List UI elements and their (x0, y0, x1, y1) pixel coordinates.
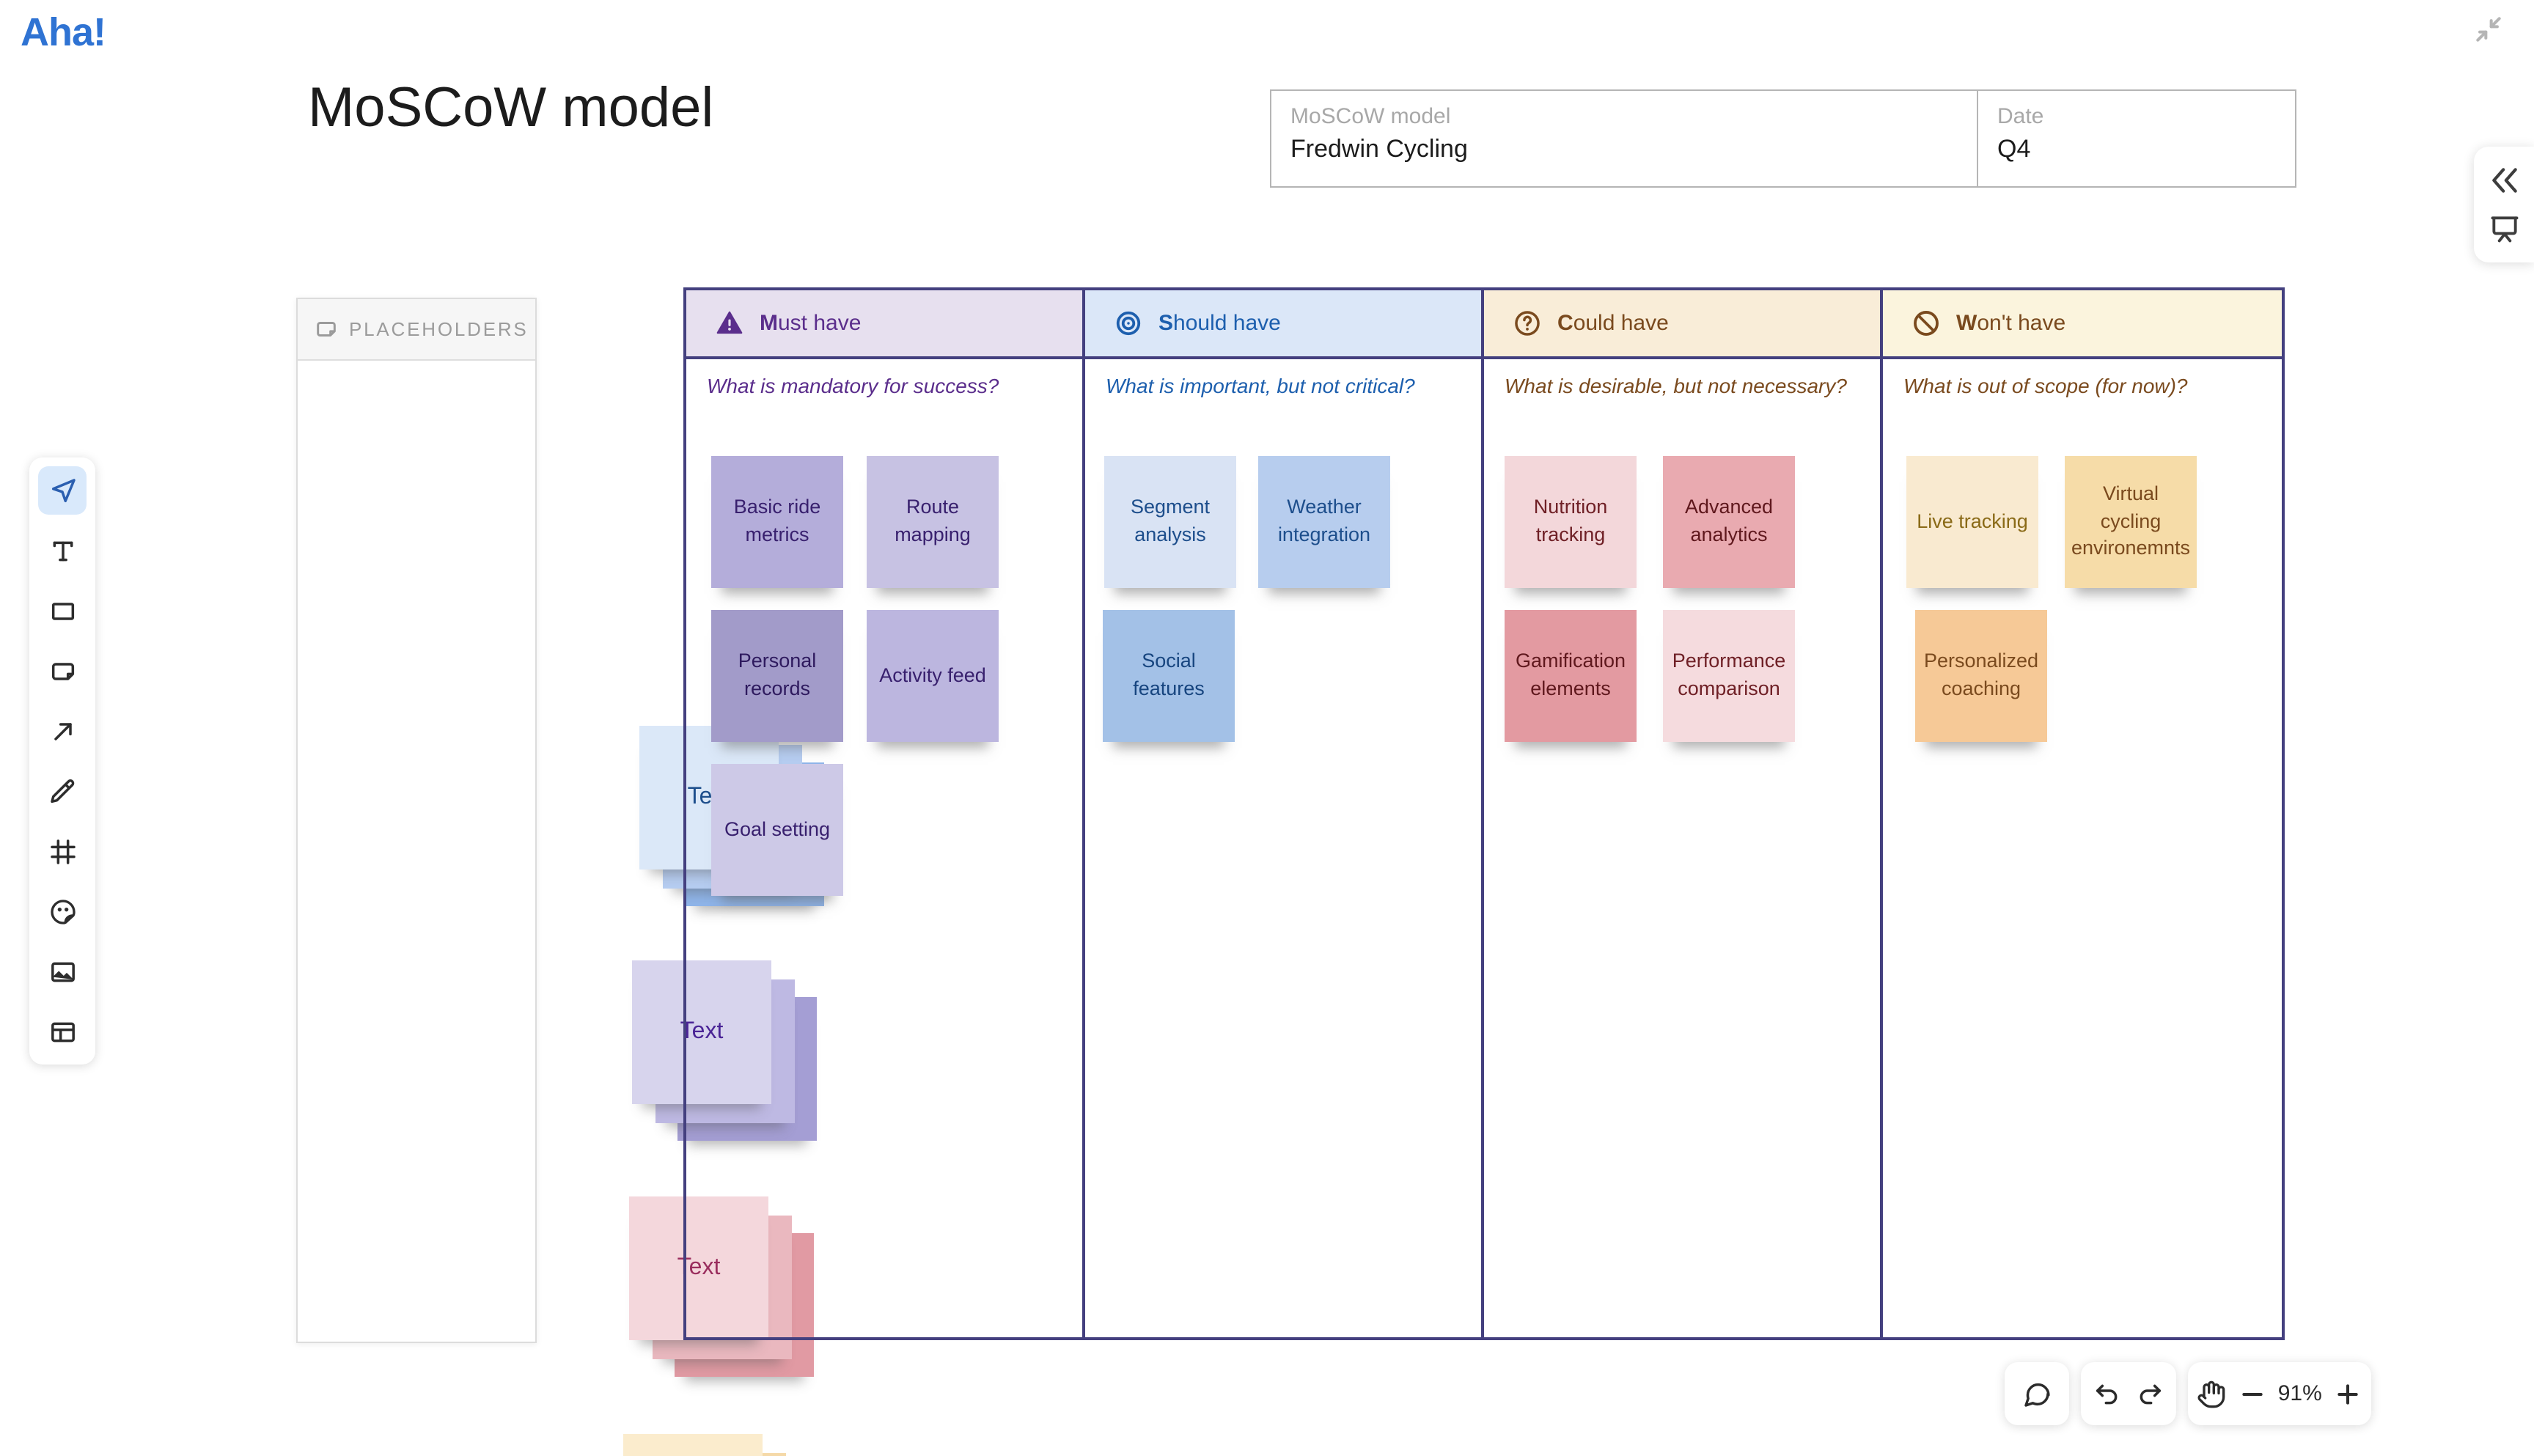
frame-tool[interactable] (38, 827, 87, 875)
arrow-tool[interactable] (38, 707, 87, 755)
collapse-panel-icon[interactable] (2488, 163, 2520, 196)
aha-logo[interactable]: Aha! (21, 10, 106, 54)
placeholders-title: PLACEHOLDERS (349, 318, 529, 340)
placeholder-stack-orange[interactable]: Text (623, 1434, 808, 1456)
sticky-note[interactable]: Segment analysis (1104, 456, 1236, 588)
column-label: Won't have (1956, 311, 2066, 336)
placeholder-stack-purple[interactable]: Text (632, 960, 817, 1141)
sticky-note[interactable]: Weather integration (1258, 456, 1390, 588)
column-label: Should have (1158, 311, 1281, 336)
zoom-level[interactable]: 91% (2277, 1381, 2322, 1406)
right-side-panel (2474, 147, 2534, 262)
table-tool[interactable] (38, 1007, 87, 1056)
placeholder-label: Text (623, 1434, 763, 1456)
sticky-note[interactable]: Advanced analytics (1663, 456, 1795, 588)
info-value[interactable]: Fredwin Cycling (1290, 135, 1468, 163)
placeholders-header: PLACEHOLDERS (298, 299, 535, 361)
sticky-note-tool[interactable] (38, 647, 87, 695)
sticky-note[interactable]: Goal setting (711, 764, 843, 896)
shape-tool[interactable] (38, 587, 87, 635)
sticky-note[interactable]: Nutrition tracking (1505, 456, 1637, 588)
zoom-panel: 91% (2188, 1362, 2371, 1425)
board-column-could: Could have What is desirable, but not ne… (1484, 290, 1883, 1337)
sticky-note[interactable]: Live tracking (1906, 456, 2038, 588)
info-table: MoSCoW model Fredwin Cycling Date Q4 (1270, 89, 2296, 188)
info-value[interactable]: Q4 (1997, 135, 2031, 163)
canvas-title[interactable]: MoSCoW model (308, 78, 714, 139)
hand-tool-icon[interactable] (2194, 1376, 2229, 1411)
sticky-note[interactable]: Performance comparison (1663, 610, 1795, 742)
info-cell-model[interactable]: MoSCoW model Fredwin Cycling (1271, 91, 1978, 186)
board-column-should: Should have What is important, but not c… (1085, 290, 1484, 1337)
presentation-icon[interactable] (2488, 213, 2520, 246)
column-subtitle[interactable]: What is out of scope (for now)? (1903, 374, 2188, 397)
sticky-note[interactable]: Virtual cycling environemnts (2065, 456, 2197, 588)
tools-toolbar (29, 457, 95, 1065)
placeholders-panel: PLACEHOLDERS Text Text Text Text (296, 298, 824, 1456)
column-subtitle[interactable]: What is important, but not critical? (1106, 374, 1415, 397)
placeholder-label: Text (680, 1019, 724, 1044)
column-header-should[interactable]: Should have (1085, 290, 1481, 359)
sticky-note[interactable]: Personal records (711, 610, 843, 742)
sticker-tool[interactable] (38, 887, 87, 935)
column-label: Could have (1557, 311, 1669, 336)
sticky-note[interactable]: Activity feed (867, 610, 999, 742)
info-cell-date[interactable]: Date Q4 (1978, 91, 2295, 186)
info-label: MoSCoW model (1290, 104, 1451, 129)
column-header-must[interactable]: Must have (686, 290, 1082, 359)
sticky-note[interactable]: Gamification elements (1505, 610, 1637, 742)
placeholder-stack-pink[interactable]: Text (629, 1196, 814, 1377)
image-tool[interactable] (38, 947, 87, 996)
board-column-must: Must have What is mandatory for success? (686, 290, 1085, 1337)
question-circle-icon (1515, 311, 1540, 336)
collapse-window-icon[interactable] (2472, 13, 2505, 45)
no-entry-icon (1914, 311, 1939, 336)
redo-icon[interactable] (2133, 1376, 2168, 1411)
moscow-board: Must have What is mandatory for success?… (683, 287, 2285, 1340)
undo-icon[interactable] (2089, 1376, 2124, 1411)
sticky-note[interactable]: Social features (1103, 610, 1235, 742)
zoom-out-icon[interactable] (2234, 1376, 2269, 1411)
column-subtitle[interactable]: What is mandatory for success? (707, 374, 999, 397)
pen-tool[interactable] (38, 767, 87, 815)
info-label: Date (1997, 104, 2044, 129)
text-tool[interactable] (38, 526, 87, 575)
comment-panel (2005, 1362, 2069, 1425)
cursor-tool[interactable] (38, 466, 87, 515)
sticky-note-icon (317, 322, 336, 337)
column-label: Must have (760, 311, 862, 336)
warning-triangle-icon (716, 311, 743, 334)
question-circle-header[interactable]: Could have (1484, 290, 1880, 359)
comment-icon[interactable] (2019, 1376, 2054, 1411)
column-header-wont[interactable]: Won't have (1883, 290, 2282, 359)
target-icon (1116, 311, 1141, 336)
zoom-in-icon[interactable] (2330, 1376, 2365, 1411)
sticky-note[interactable]: Basic ride metrics (711, 456, 843, 588)
board-column-wont: Won't have What is out of scope (for now… (1883, 290, 2282, 1337)
column-subtitle[interactable]: What is desirable, but not necessary? (1505, 374, 1847, 397)
sticky-note[interactable]: Route mapping (867, 456, 999, 588)
sticky-note[interactable]: Personalized coaching (1915, 610, 2047, 742)
undo-redo-panel (2081, 1362, 2176, 1425)
